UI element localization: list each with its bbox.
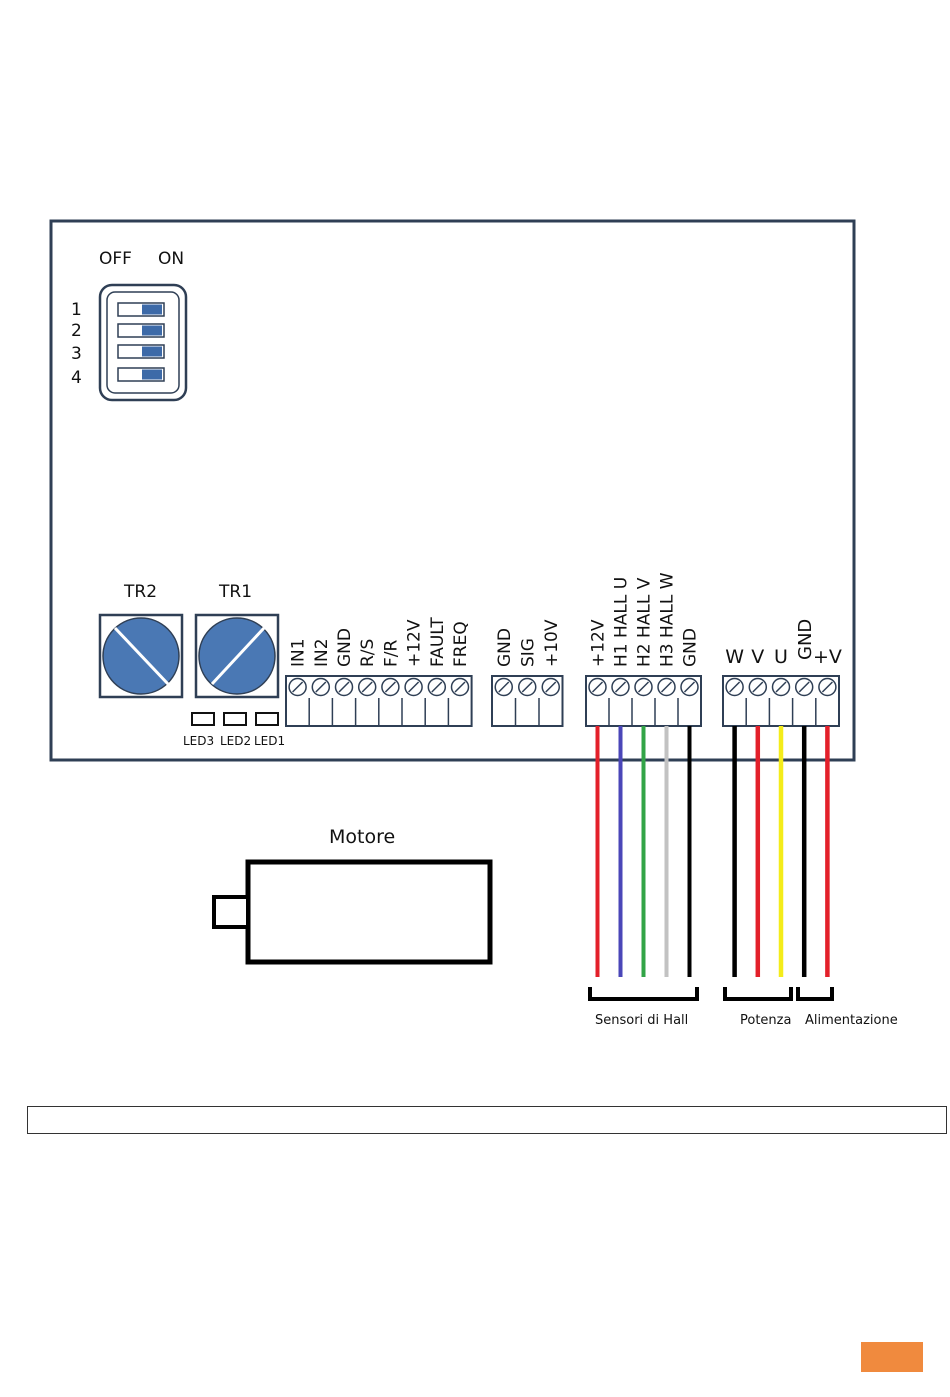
power-terminal-screw-1	[726, 679, 743, 696]
hall-terminal-label: H1 HALL U	[612, 577, 632, 667]
power-terminal-label: W	[725, 646, 744, 668]
group-label-hall: Sensori di Hall	[595, 1013, 688, 1028]
control-terminal-label: +12V	[405, 619, 425, 667]
dip-switch-lever	[142, 326, 162, 336]
control-terminal-label: FAULT	[428, 617, 448, 667]
led1-label: LED1	[254, 734, 285, 748]
wires	[598, 726, 828, 977]
trimmer-tr2-label: TR2	[123, 582, 157, 602]
signal-terminal-label: SIG	[518, 638, 538, 667]
footer-bar	[27, 1106, 947, 1134]
group-label-power: Potenza	[740, 1013, 791, 1028]
dip-switch-lever	[142, 370, 162, 380]
control-terminal-label: FREQ	[451, 621, 471, 667]
dip-switch-2[interactable]	[118, 324, 164, 337]
signal-terminal-screw-1	[495, 679, 512, 696]
control-terminal-label: IN2	[312, 638, 332, 667]
power-terminal-label: U	[774, 646, 788, 668]
hall-terminal-label: GND	[681, 628, 701, 667]
hall-terminal-label: H2 HALL V	[635, 577, 655, 667]
led2-label: LED2	[220, 734, 251, 748]
trimmer-tr1-label: TR1	[218, 582, 252, 602]
hall-terminal-label: H3 HALL W	[658, 572, 678, 667]
motor-shaft	[214, 897, 248, 927]
dip-switch-lever	[142, 347, 162, 357]
dip-switch-1[interactable]	[118, 303, 164, 316]
control-terminal-label: GND	[335, 628, 355, 667]
dip-on-label: ON	[158, 249, 184, 269]
dip-switch-3[interactable]	[118, 345, 164, 358]
dip-number-4: 4	[71, 368, 82, 388]
signal-terminal-label: GND	[495, 628, 515, 667]
motor-body	[248, 862, 490, 962]
hall-terminal-label: +12V	[589, 619, 609, 667]
control-terminal-label: F/R	[381, 639, 401, 667]
dip-number-2: 2	[71, 321, 82, 341]
signal-terminal-label: +10V	[542, 619, 562, 667]
control-terminal-label: R/S	[358, 639, 378, 667]
dip-switch-4[interactable]	[118, 368, 164, 381]
power-terminal-label: V	[751, 646, 764, 668]
dip-off-label: OFF	[99, 249, 132, 269]
motor-label: Motore	[329, 826, 395, 848]
group-label-supply: Alimentazione	[805, 1013, 898, 1028]
control-terminal-screw-1	[289, 679, 306, 696]
motor: Motore	[214, 826, 490, 962]
hall-terminal-screw-1	[589, 679, 606, 696]
group-brackets: Sensori di Hall Potenza Alimentazione	[590, 987, 898, 1028]
dip-switch-lever	[142, 305, 162, 315]
led3-label: LED3	[183, 734, 214, 748]
page-corner-marker	[861, 1342, 923, 1372]
dip-number-1: 1	[71, 300, 82, 320]
control-terminal-label: IN1	[289, 638, 309, 667]
dip-number-3: 3	[71, 344, 82, 364]
power-terminal-label: +V	[813, 646, 842, 668]
